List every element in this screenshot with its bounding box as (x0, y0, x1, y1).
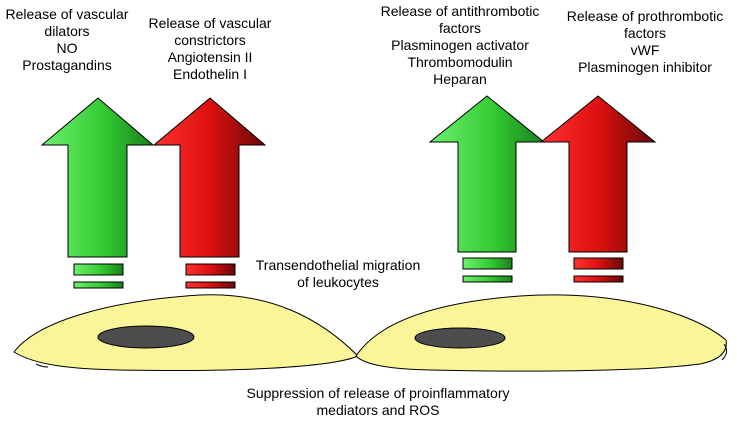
dilators-label: Release of vascular dilators NO Prostaga… (2, 6, 132, 74)
prothrombotic-bar-2 (573, 275, 624, 283)
prothrombotic-label: Release of prothrombotic factors vWF Pla… (555, 8, 735, 76)
left-endothelial-cell (13, 294, 359, 371)
dilators-line-3: NO (56, 40, 78, 56)
constrictors-line-1: Release of vascular (148, 15, 272, 31)
prothrombotic-arrow (539, 95, 657, 283)
antithrombotic-line-1: Release of antithrombotic (380, 3, 540, 19)
left-nucleus (97, 325, 195, 349)
dilators-bar-2 (73, 281, 124, 289)
antithrombotic-line-5: Heparan (433, 71, 487, 87)
prothrombotic-line-3: vWF (630, 42, 660, 58)
constrictors-arrow (152, 97, 267, 289)
prothrombotic-line-4: Plasminogen inhibitor (578, 59, 712, 75)
dilators-arrow (40, 97, 155, 289)
antithrombotic-bar-1 (462, 257, 513, 270)
antithrombotic-arrow (428, 95, 546, 283)
dilators-bar-1 (73, 263, 124, 276)
prothrombotic-line-1: Release of prothrombotic (566, 8, 724, 24)
constrictors-bar-1 (185, 263, 236, 276)
antithrombotic-line-2: factors (438, 20, 481, 36)
antithrombotic-line-3: Plasminogen activator (391, 37, 529, 53)
dilators-line-2: dilators (44, 23, 90, 39)
antithrombotic-label: Release of antithrombotic factors Plasmi… (368, 3, 552, 88)
constrictors-line-3: Angiotensin II (167, 49, 253, 65)
constrictors-line-4: Endothelin I (173, 66, 247, 82)
suppression-line-2: mediators and ROS (316, 402, 440, 418)
migration-label: Transendothelial migration of leukocytes (243, 257, 433, 291)
constrictors-line-2: constrictors (174, 32, 246, 48)
migration-line-1: Transendothelial migration (255, 257, 421, 273)
constrictors-bar-2 (185, 281, 236, 289)
antithrombotic-bar-2 (462, 275, 513, 283)
prothrombotic-bar-1 (573, 257, 624, 270)
constrictors-label: Release of vascular constrictors Angiote… (140, 15, 280, 83)
prothrombotic-line-2: factors (623, 25, 666, 41)
dilators-line-1: Release of vascular (5, 6, 129, 22)
right-nucleus (414, 327, 506, 349)
right-endothelial-cell (355, 294, 728, 372)
suppression-line-1: Suppression of release of proinflammator… (246, 385, 510, 401)
antithrombotic-line-4: Thrombomodulin (407, 54, 513, 70)
migration-line-2: of leukocytes (297, 274, 379, 290)
suppression-label: Suppression of release of proinflammator… (228, 385, 528, 419)
dilators-line-4: Prostagandins (22, 57, 112, 73)
